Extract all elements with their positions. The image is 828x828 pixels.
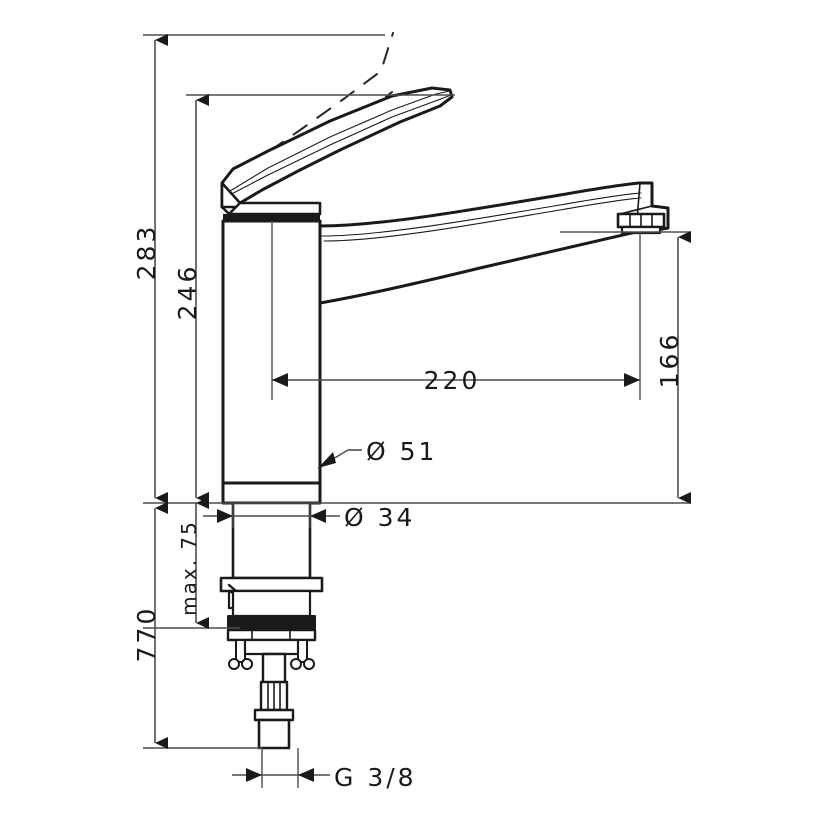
dimension-label-d34: Ø 34 [344,503,415,532]
dimension-d34 [203,503,340,528]
dimension-label-d51: Ø 51 [366,437,437,466]
mounting-shank [231,501,312,580]
dimension-label-283: 283 [132,224,161,281]
clamping-block [226,615,317,642]
dimension-label-246: 246 [173,264,202,321]
dimension-labels: 283 246 220 166 max. 75 770 Ø 51 Ø 34 G … [132,224,684,792]
dimension-label-max75: max. 75 [177,520,201,616]
coupling-nut-g38 [253,708,295,750]
body-top-seam [223,214,320,222]
dimension-g38 [232,748,330,788]
dimension-label-g38: G 3/8 [334,763,417,792]
base-washer-plate [219,576,324,618]
dimension-label-166: 166 [655,332,684,389]
dimension-label-770: 770 [132,606,161,663]
swivel-spout [318,181,670,305]
dimension-lines [143,34,691,788]
dimension-label-220: 220 [424,366,481,395]
leader-d51 [317,449,362,469]
dimension-220 [271,221,641,400]
lever-handle [220,86,454,209]
fixing-studs [228,638,315,670]
spout-aerator [616,212,666,235]
supply-hose [259,652,289,712]
